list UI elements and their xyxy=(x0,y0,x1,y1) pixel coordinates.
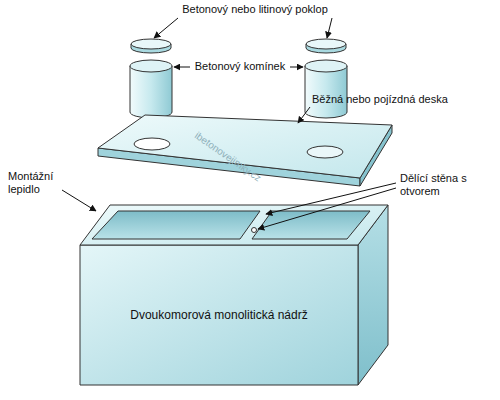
part-label: Betonový nebo litinový poklop xyxy=(160,3,350,16)
part-label: Betonový komínek xyxy=(185,60,295,73)
tank-front-face: Dvoukomorová monolitická nádrž xyxy=(80,245,358,385)
leader-lines xyxy=(62,18,396,229)
tank-body xyxy=(80,205,388,385)
part-label: Běžná nebo pojízdná deska xyxy=(312,93,492,106)
part-label: Montážní lepidlo xyxy=(8,170,70,196)
manhole-lid xyxy=(131,39,346,53)
node-text: Dvoukomorová monolitická nádrž xyxy=(130,308,307,322)
part-label: Dělící stěna s otvorem xyxy=(400,172,490,198)
concrete-chimney xyxy=(130,60,347,118)
